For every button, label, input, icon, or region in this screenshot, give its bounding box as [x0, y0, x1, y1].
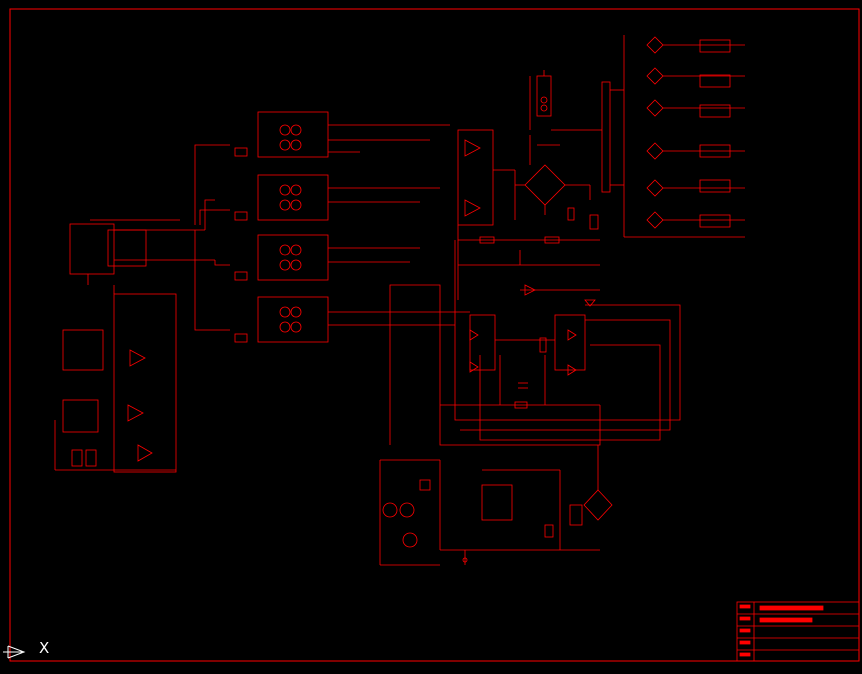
- supply-rectifiers: [646, 36, 745, 229]
- transformer-primary: [529, 70, 602, 146]
- power-supply-block: [601, 35, 745, 238]
- feedback-loops: [454, 240, 681, 441]
- input-connector-block: [69, 219, 215, 294]
- gate-driver-3: [234, 234, 420, 281]
- output-stage: [389, 284, 601, 446]
- ucs-icon: [3, 645, 26, 659]
- bottom-control-circuit: [379, 445, 613, 566]
- title-block: [736, 601, 860, 662]
- driver-bus-wires: [194, 144, 230, 331]
- drawing-frame: [9, 8, 860, 662]
- gate-driver-1: [234, 111, 450, 158]
- main-bridge-rectifier: [514, 135, 599, 230]
- h-bridge: [458, 236, 600, 376]
- left-control-panel: [54, 293, 177, 473]
- gate-driver-4: [234, 296, 470, 343]
- gate-driver-2: [234, 174, 440, 221]
- filter-column: [457, 129, 515, 300]
- ucs-x-label: X: [39, 639, 50, 657]
